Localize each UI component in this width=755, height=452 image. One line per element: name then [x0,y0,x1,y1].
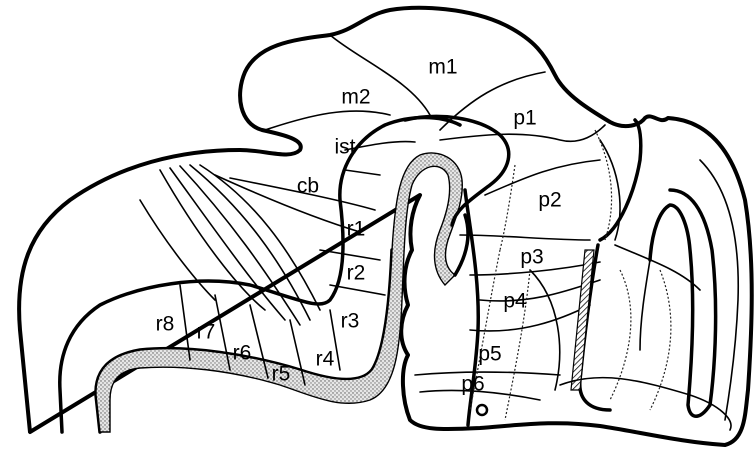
label-p2: p2 [538,189,561,212]
label-p4: p4 [503,290,527,313]
p6-marker [477,405,487,415]
label-ist: ist [335,136,356,159]
label-r2: r2 [347,262,366,285]
optic-loop [640,160,738,420]
label-r5: r5 [272,363,291,386]
region-labels: m1 m2 ist cb p1 p2 p3 p4 p5 p6 r1 r2 r3 … [156,56,562,396]
label-p6: p6 [461,373,484,396]
label-r1: r1 [347,218,366,241]
label-r7: r7 [197,321,216,344]
label-p1: p1 [513,107,536,130]
label-r3: r3 [341,310,360,333]
label-m2: m2 [341,86,370,109]
label-r6: r6 [233,342,252,365]
label-p5: p5 [478,343,501,366]
label-r4: r4 [316,348,335,371]
label-cb: cb [297,175,319,198]
label-p3: p3 [520,246,543,269]
label-m1: m1 [428,56,457,79]
label-r8: r8 [156,313,175,336]
